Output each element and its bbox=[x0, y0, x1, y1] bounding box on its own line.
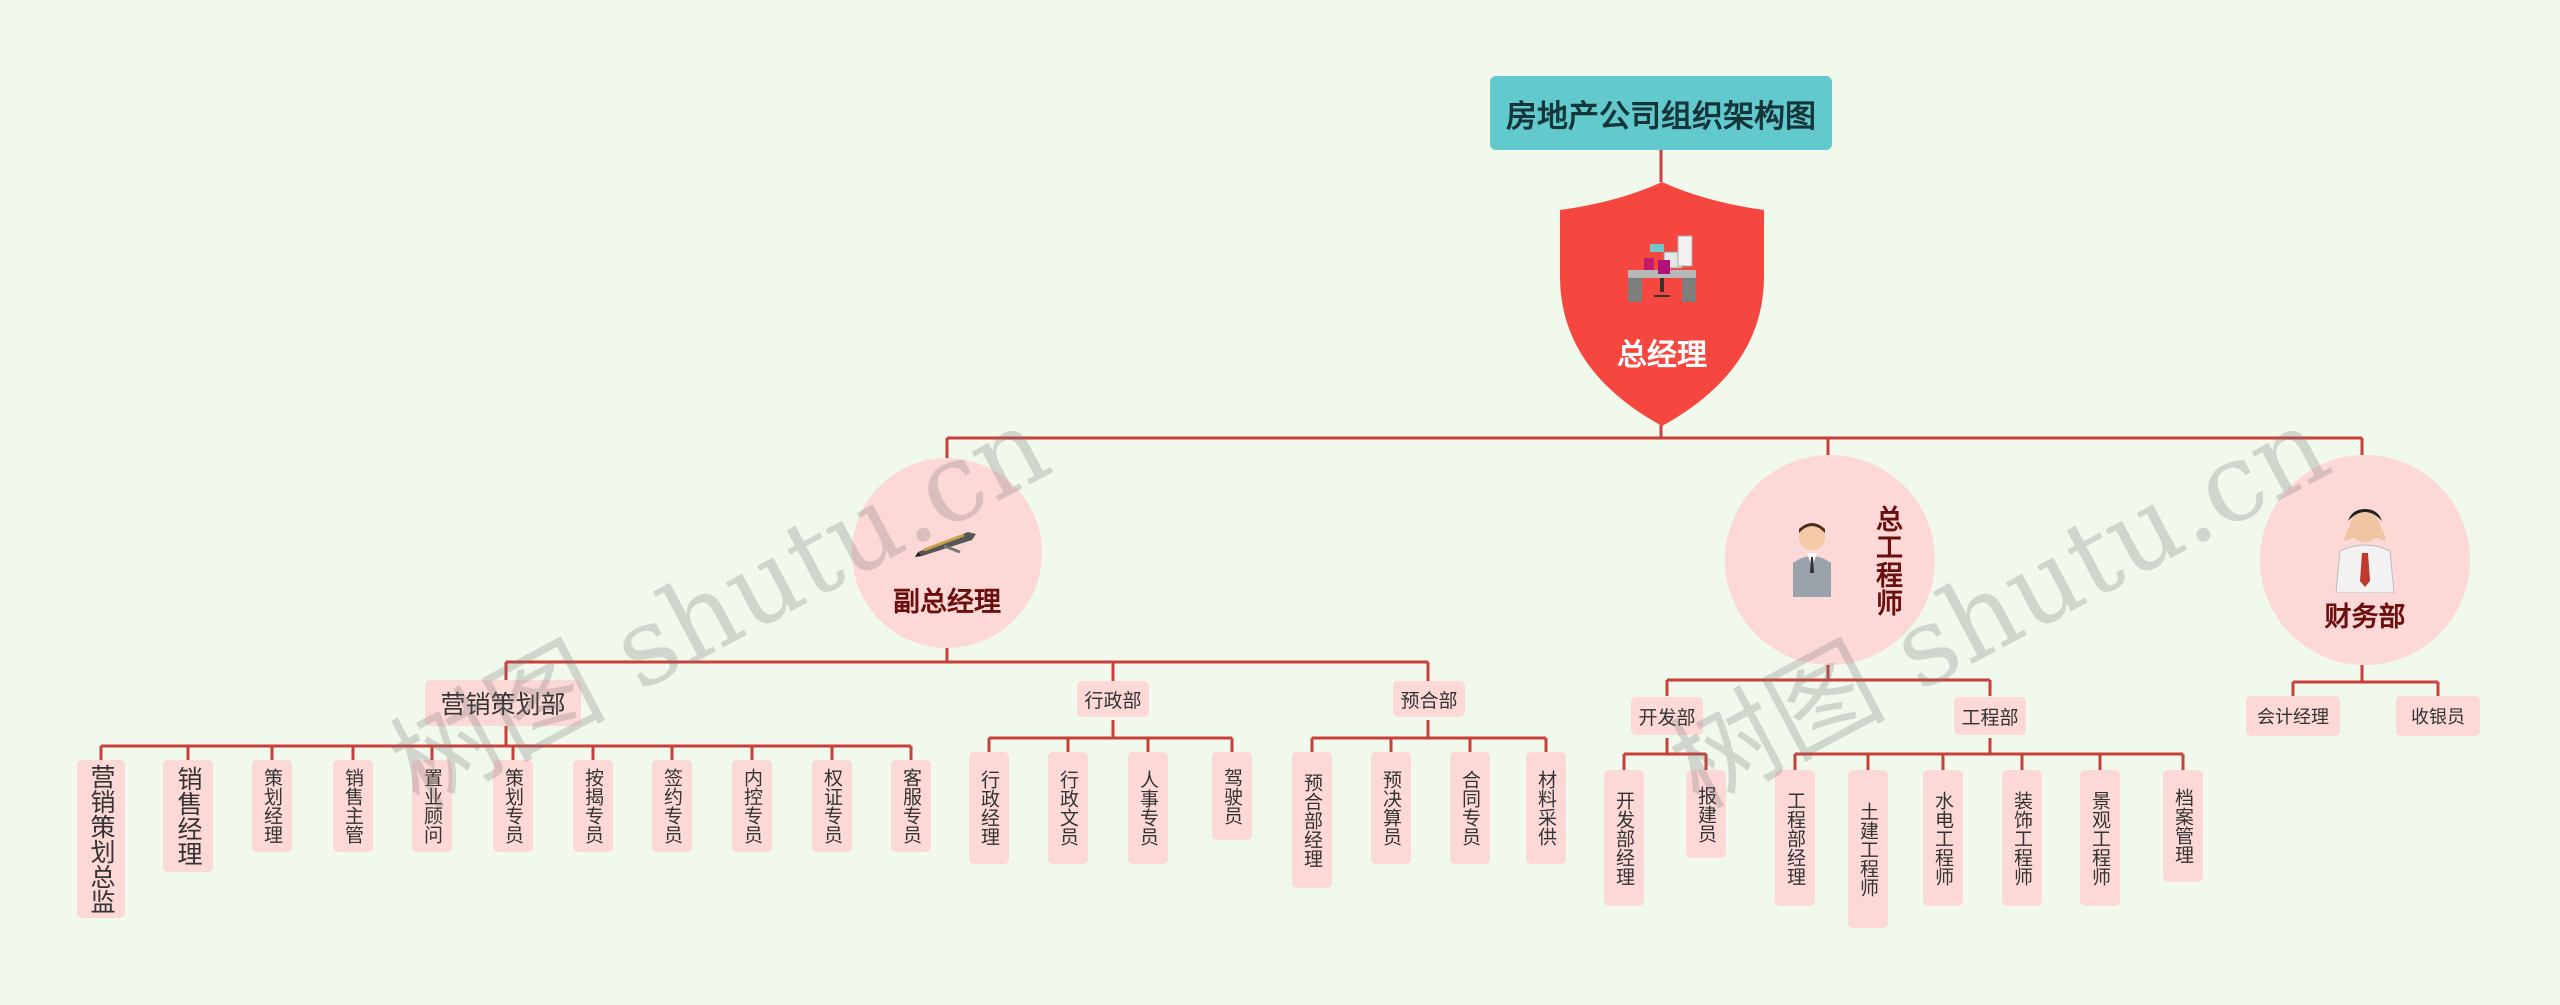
leaf-budget-settlement-officer[interactable]: 预决算员 bbox=[1371, 752, 1411, 864]
leaf-civil-engineer[interactable]: 土建工程师 bbox=[1848, 770, 1888, 928]
dept-budget[interactable]: 预合部 bbox=[1393, 681, 1465, 717]
leaf-mortgage-specialist[interactable]: 按揭专员 bbox=[573, 760, 613, 852]
dept-marketing[interactable]: 营销策划部 bbox=[425, 680, 581, 726]
branch-chief-engineer[interactable]: 总工程师 bbox=[1725, 455, 1935, 665]
leaf-contract-specialist[interactable]: 合同专员 bbox=[1450, 752, 1490, 864]
leaf-hr-specialist[interactable]: 人事专员 bbox=[1128, 752, 1168, 864]
leaf-admin-manager[interactable]: 行政经理 bbox=[969, 752, 1009, 864]
leaf-driver[interactable]: 驾驶员 bbox=[1212, 752, 1252, 840]
leaf-landscape-engineer[interactable]: 景观工程师 bbox=[2080, 770, 2120, 906]
shield-shape bbox=[1560, 182, 1764, 426]
branch-label: 财务部 bbox=[2324, 602, 2406, 633]
leaf-sales-supervisor[interactable]: 销售主管 bbox=[333, 760, 373, 852]
leaf-title-certificate-specialist[interactable]: 权证专员 bbox=[812, 760, 852, 852]
root-node-general-manager[interactable]: 总经理 bbox=[1558, 180, 1766, 428]
leaf-engineering-manager[interactable]: 工程部经理 bbox=[1775, 770, 1815, 906]
branch-finance[interactable]: 财务部 bbox=[2260, 455, 2470, 665]
leaf-permit-applicant[interactable]: 报建员 bbox=[1686, 770, 1726, 858]
pen-icon bbox=[914, 526, 980, 558]
leaf-admin-clerk[interactable]: 行政文员 bbox=[1048, 752, 1088, 864]
dept-development[interactable]: 开发部 bbox=[1631, 697, 1703, 735]
leaf-cashier[interactable]: 收银员 bbox=[2396, 696, 2480, 736]
leaf-mep-engineer[interactable]: 水电工程师 bbox=[1923, 770, 1963, 906]
branch-label: 总工程师 bbox=[1871, 505, 1902, 617]
leaf-material-procurement[interactable]: 材料采供 bbox=[1526, 752, 1566, 864]
dept-engineering[interactable]: 工程部 bbox=[1954, 697, 2026, 735]
leaf-accounting-manager[interactable]: 会计经理 bbox=[2246, 696, 2340, 736]
leaf-property-consultant[interactable]: 置业顾问 bbox=[412, 760, 452, 852]
chart-title[interactable]: 房地产公司组织架构图 bbox=[1490, 76, 1832, 150]
leaf-customer-service-specialist[interactable]: 客服专员 bbox=[891, 760, 931, 852]
leaf-budget-manager[interactable]: 预合部经理 bbox=[1292, 752, 1332, 888]
leaf-archive-management[interactable]: 档案管理 bbox=[2163, 770, 2203, 882]
branch-vice-general-manager[interactable]: 副总经理 bbox=[852, 458, 1042, 648]
leaf-decoration-engineer[interactable]: 装饰工程师 bbox=[2002, 770, 2042, 906]
leaf-planning-manager[interactable]: 策划经理 bbox=[252, 760, 292, 852]
leaf-planning-specialist[interactable]: 策划专员 bbox=[493, 760, 533, 852]
leaf-marketing-director[interactable]: 营销策划总监 bbox=[77, 760, 125, 918]
office-desk-icon bbox=[1624, 230, 1700, 306]
leaf-development-manager[interactable]: 开发部经理 bbox=[1604, 770, 1644, 906]
dept-admin[interactable]: 行政部 bbox=[1077, 681, 1149, 717]
leaf-sales-manager[interactable]: 销售经理 bbox=[163, 760, 213, 872]
root-label: 总经理 bbox=[1617, 338, 1707, 373]
engineer-person-icon bbox=[1787, 519, 1837, 597]
leaf-contract-signing-specialist[interactable]: 签约专员 bbox=[652, 760, 692, 852]
stressed-person-icon bbox=[2328, 501, 2402, 594]
leaf-internal-control-specialist[interactable]: 内控专员 bbox=[732, 760, 772, 852]
branch-label: 副总经理 bbox=[893, 587, 1001, 618]
